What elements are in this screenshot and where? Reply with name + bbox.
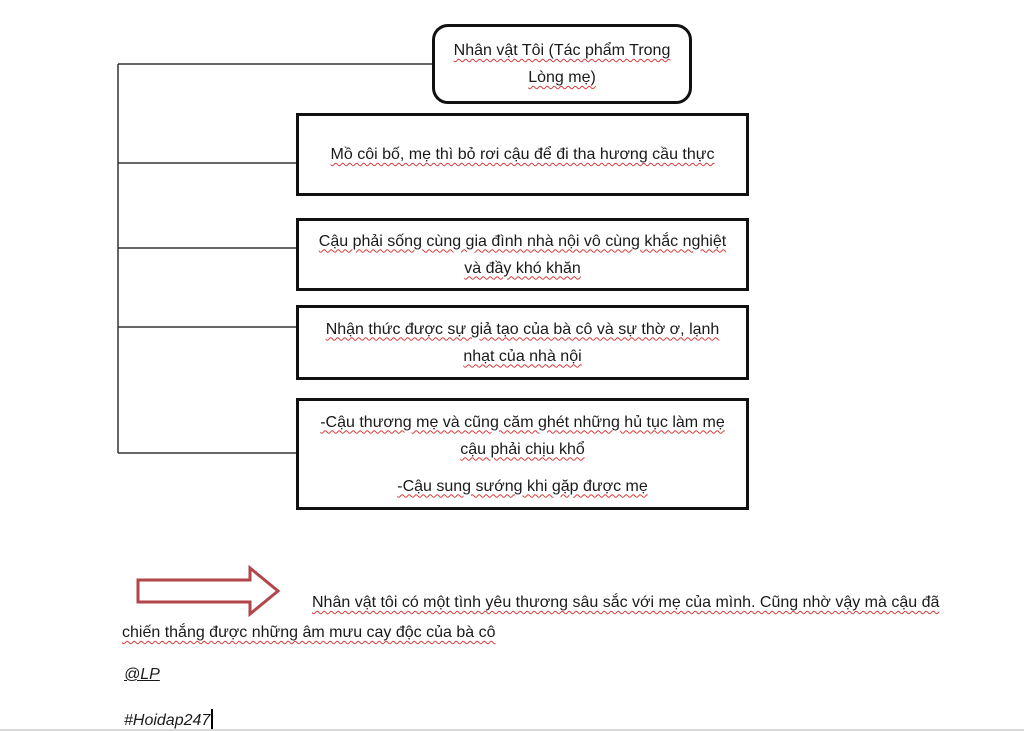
hashtag-line: #Hoidap247 — [124, 709, 214, 730]
page-bottom-edge — [0, 729, 1024, 731]
root-node: Nhân vật Tôi (Tác phẩm Trong Lòng mẹ) — [432, 24, 692, 104]
branch-node-3: Nhận thức được sự giả tạo của bà cô và s… — [296, 305, 749, 380]
branch-node-2-label: Cậu phải sống cùng gia đình nhà nội vô c… — [318, 232, 727, 277]
hashtag-text: #Hoidap247 — [124, 712, 211, 729]
author-handle: @LP — [124, 666, 160, 683]
author-signature: @LP — [124, 666, 160, 684]
branch-node-4: -Cậu thương mẹ và cũng căm ghét những hủ… — [296, 398, 749, 510]
branch-node-1-label: Mồ côi bố, mẹ thì bỏ rơi cậu để đi tha h… — [330, 146, 715, 163]
conclusion-arrow-icon — [136, 565, 281, 617]
branch-node-3-label: Nhận thức được sự giả tạo của bà cô và s… — [325, 320, 720, 365]
branch-node-4-line-2: -Cậu sung sướng khi gặp được mẹ — [397, 477, 648, 495]
branch-node-1: Mồ côi bố, mẹ thì bỏ rơi cậu để đi tha h… — [296, 113, 749, 196]
conclusion-paragraph: Nhân vật tôi có một tình yêu thương sâu … — [122, 588, 962, 648]
branch-node-2: Cậu phải sống cùng gia đình nhà nội vô c… — [296, 218, 749, 291]
text-cursor — [211, 709, 214, 729]
root-node-label: Nhân vật Tôi (Tác phẩm Trong Lòng mẹ) — [453, 42, 671, 86]
branch-node-4-line-1: -Cậu thương mẹ và cũng căm ghét những hủ… — [320, 413, 725, 458]
conclusion-text: Nhân vật tôi có một tình yêu thương sâu … — [122, 594, 940, 641]
